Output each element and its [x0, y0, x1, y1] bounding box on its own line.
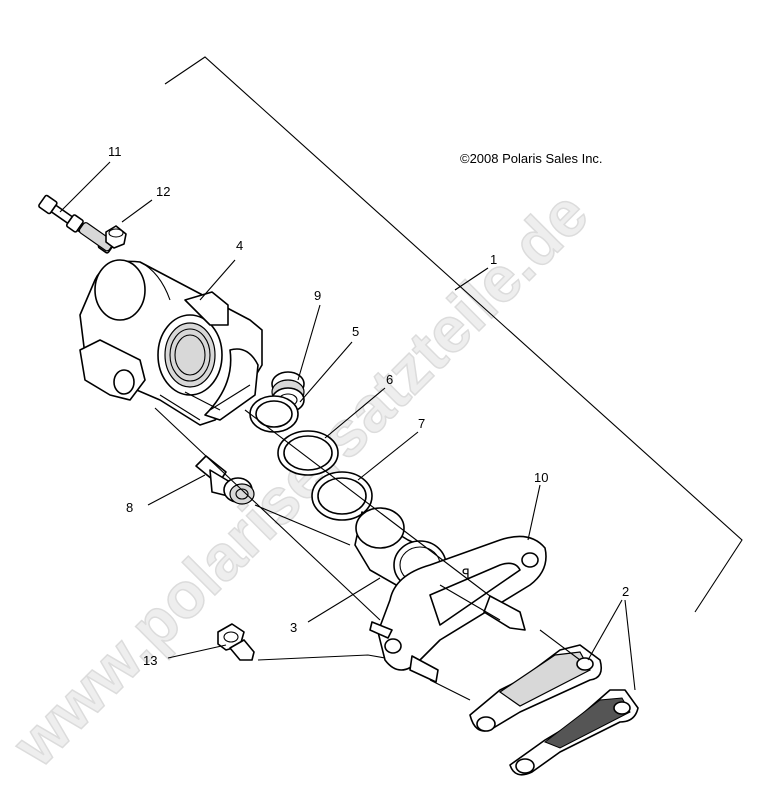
- part-4-caliper-body: [79, 259, 263, 426]
- assembly-guide-lines: [154, 407, 581, 701]
- part-10-mounting-bracket: ꟼ: [369, 535, 547, 683]
- part-13-bolt: [217, 623, 255, 661]
- part-7-dust-boot: [311, 471, 373, 521]
- part-6-seal-ring: [277, 430, 339, 476]
- callout-3: 3: [290, 620, 297, 635]
- svg-text:ꟼ: ꟼ: [462, 566, 470, 581]
- callout-6: 6: [386, 372, 393, 387]
- callout-2: 2: [622, 584, 629, 599]
- callout-9: 9: [314, 288, 321, 303]
- callout-labels: 1 2 3 4 5 6 7 8 9 10 11 12 13: [108, 144, 629, 668]
- callout-11: 11: [108, 144, 122, 159]
- callout-12: 12: [156, 184, 170, 199]
- callout-8: 8: [126, 500, 133, 515]
- callout-7: 7: [418, 416, 425, 431]
- part-8-slide-pin: [195, 455, 255, 505]
- part-12-bleeder-cap: [105, 225, 127, 249]
- part-5-o-ring: [249, 395, 299, 433]
- callout-1: 1: [490, 252, 497, 267]
- assembly-bracket-line: [164, 56, 743, 613]
- callout-4: 4: [236, 238, 243, 253]
- callout-5: 5: [352, 324, 359, 339]
- part-2-brake-pads: [469, 644, 639, 776]
- callout-13: 13: [143, 653, 157, 668]
- callout-leaders: [59, 161, 636, 691]
- part-11-bleeder-fitting: [38, 194, 115, 254]
- callout-10: 10: [534, 470, 548, 485]
- copyright-notice: ©2008 Polaris Sales Inc.: [460, 151, 603, 166]
